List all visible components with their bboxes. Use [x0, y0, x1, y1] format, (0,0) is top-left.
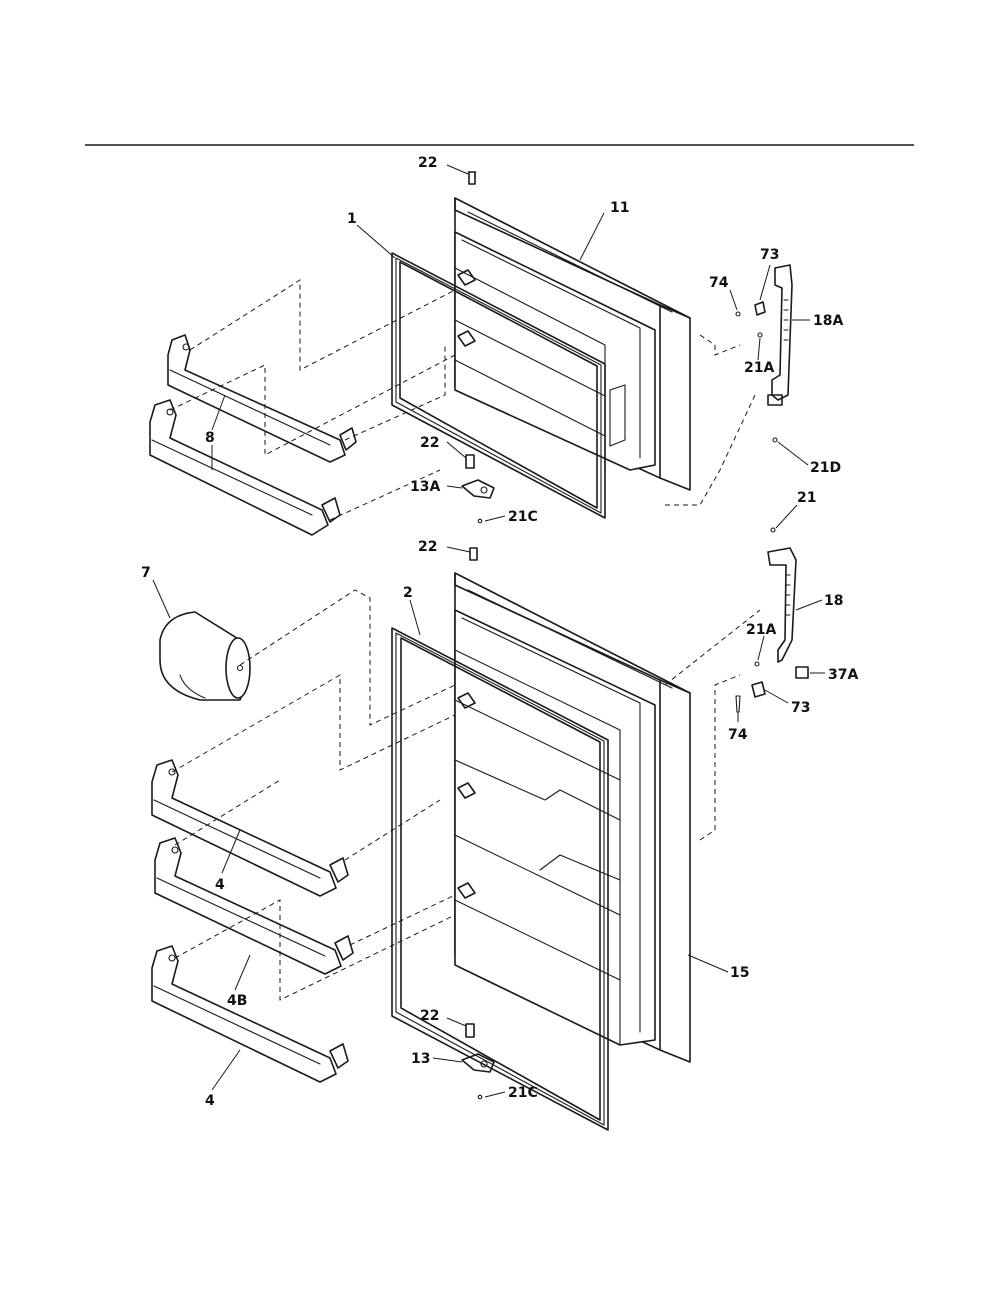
hinge-pin-22-low — [469, 547, 478, 561]
top-hinge-18A — [767, 264, 793, 406]
label-18: 18 — [824, 593, 843, 609]
fresh-food-shelf-4-bottom — [151, 945, 349, 1083]
label-18A: 18A — [813, 313, 843, 329]
screw-21A-low — [754, 661, 760, 667]
label-15: 15 — [730, 965, 749, 981]
label-21C-top: 21C — [508, 509, 538, 525]
fresh-food-shelf-4B — [154, 837, 354, 975]
label-37A: 37A — [828, 667, 858, 683]
freezer-door-shelf-lower — [149, 399, 341, 536]
label-21A-low: 21A — [746, 622, 776, 638]
label-74-top: 74 — [709, 275, 729, 291]
hinge-pin-22-bottom — [465, 1023, 475, 1038]
label-22-top: 22 — [418, 155, 437, 171]
label-4-top: 4 — [215, 877, 225, 893]
hinge-bushing-73-low — [751, 681, 766, 698]
door-stop-13A — [461, 479, 495, 499]
freezer-door-shelf-upper — [167, 334, 357, 463]
label-13: 13 — [411, 1051, 430, 1067]
label-21C-bottom: 21C — [508, 1085, 538, 1101]
label-21A-top: 21A — [744, 360, 774, 376]
freezer-door-shelf-stubs — [457, 269, 476, 347]
label-21D: 21D — [810, 460, 841, 476]
bushing-37A — [795, 666, 809, 679]
hinge-pin-22-mid — [465, 454, 475, 469]
screw-21A-top — [757, 332, 763, 338]
leader-lines — [152, 164, 825, 1098]
label-22-bottom: 22 — [420, 1008, 439, 1024]
fresh-food-shelf-4-top — [151, 759, 349, 897]
fresh-food-door-gasket — [391, 627, 609, 1131]
label-73-low: 73 — [791, 700, 810, 716]
dairy-bin-7 — [159, 611, 251, 701]
screw-21 — [770, 527, 776, 533]
fresh-food-door-liner — [454, 609, 656, 1046]
door-stop-13 — [461, 1053, 495, 1073]
screw-74-low — [735, 695, 741, 713]
label-4B: 4B — [227, 993, 247, 1009]
assembly-dash-lines — [169, 279, 761, 1001]
label-13A: 13A — [410, 479, 440, 495]
label-4-bottom: 4 — [205, 1093, 215, 1109]
screw-21C-top — [477, 518, 483, 524]
screw-74-top — [735, 311, 741, 317]
label-22-mid: 22 — [420, 435, 439, 451]
label-1: 1 — [347, 211, 357, 227]
freezer-door-gasket — [391, 252, 606, 519]
label-7: 7 — [141, 565, 151, 581]
label-74-low: 74 — [728, 727, 748, 743]
label-73-top: 73 — [760, 247, 779, 263]
label-8: 8 — [205, 430, 215, 446]
fresh-food-door-shelf-stubs — [457, 692, 476, 899]
hinge-bushing-73-top — [754, 301, 766, 316]
screw-21D — [772, 437, 778, 443]
label-21: 21 — [797, 490, 816, 506]
label-11: 11 — [610, 200, 629, 216]
center-hinge-18 — [767, 547, 797, 663]
label-22-low: 22 — [418, 539, 437, 555]
screw-21C-bottom — [477, 1094, 483, 1100]
hinge-pin-22-top — [467, 171, 477, 185]
label-2: 2 — [403, 585, 413, 601]
